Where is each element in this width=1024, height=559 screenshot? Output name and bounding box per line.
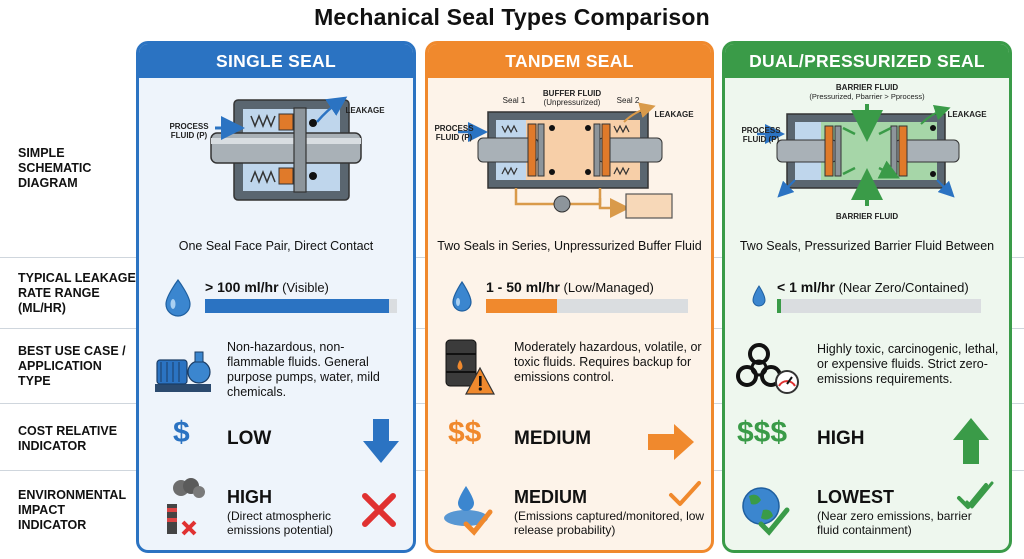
leak-rate-text: < 1 ml/hr (Near Zero/Contained) xyxy=(777,279,969,295)
leak-rate-bar-fill xyxy=(777,299,782,313)
env-subtext: (Emissions captured/monitored, low relea… xyxy=(514,509,705,537)
use-case-text: Non-hazardous, non-flammable fluids. Gen… xyxy=(227,340,380,399)
single-seal-schematic xyxy=(210,96,362,201)
dual-seal-schematic xyxy=(757,104,960,206)
label-process-fluid: PROCESS FLUID (P) xyxy=(434,124,474,142)
diagram-caption: Two Seals in Series, Unpressurized Buffe… xyxy=(437,239,702,253)
use-case-text: Highly toxic, carcinogenic, lethal, or e… xyxy=(817,342,999,386)
label-seal-2: Seal 2 xyxy=(616,96,640,105)
row-label-cost: COST RELATIVE INDICATOR xyxy=(18,424,118,453)
column-tandem-seal: TANDEM SEAL Seal 1 BUFFER FLUID (Unpress… xyxy=(425,41,714,553)
label-buffer-fluid: BUFFER FLUID xyxy=(542,89,602,98)
tandem-seal-schematic xyxy=(458,102,673,219)
dollar-icon: $$ xyxy=(448,416,482,449)
row-label-use: BEST USE CASE / APPLICATION TYPE xyxy=(18,344,126,388)
env-level: MEDIUM xyxy=(514,487,587,507)
red-x-icon xyxy=(362,493,396,527)
label-buffer-note: (Unpressurized) xyxy=(543,98,601,107)
label-process-fluid: PROCESS FLUID (P) xyxy=(169,122,209,140)
leak-rate-text: > 100 ml/hr (Visible) xyxy=(205,279,329,295)
use-case-text: Moderately hazardous, volatile, or toxic… xyxy=(514,340,702,384)
label-seal-1: Seal 1 xyxy=(502,96,526,105)
factory-emissions-icon xyxy=(167,478,205,536)
cost-label: HIGH xyxy=(817,428,865,449)
leak-rate-bar xyxy=(777,299,981,313)
label-leakage: LEAKAGE xyxy=(947,110,987,119)
leak-value: > 100 ml/hr xyxy=(205,279,279,295)
leak-captured-icon xyxy=(444,486,493,536)
label-barrier-fluid-bottom: BARRIER FLUID xyxy=(835,212,899,221)
leak-rate-bar-fill xyxy=(486,299,557,313)
page-title: Mechanical Seal Types Comparison xyxy=(314,4,710,30)
label-leakage: LEAKAGE xyxy=(654,110,694,119)
leak-rate-text: 1 - 50 ml/hr (Low/Managed) xyxy=(486,279,654,295)
hazard-barrel-icon xyxy=(445,339,496,395)
column-header-tandem: TANDEM SEAL xyxy=(428,44,711,78)
dollar-icon: $ xyxy=(173,416,190,449)
water-drop-icon xyxy=(752,285,766,307)
row-label-leakage: TYPICAL LEAKAGE RATE RANGE (ml/hr) xyxy=(18,271,136,315)
column-dual-seal: DUAL/PRESSURIZED SEAL BARRIER FLUID (Pre… xyxy=(722,41,1012,553)
water-drop-icon xyxy=(165,278,191,317)
biohazard-icon xyxy=(736,343,799,394)
leak-note: (Visible) xyxy=(282,280,329,295)
column-header-dual: DUAL/PRESSURIZED SEAL xyxy=(725,44,1009,78)
leak-rate-bar-fill xyxy=(205,299,390,313)
leak-note: (Low/Managed) xyxy=(563,280,654,295)
leak-value: 1 - 50 ml/hr xyxy=(486,279,560,295)
env-level: LOWEST xyxy=(817,487,894,507)
double-checkmark-icon xyxy=(957,481,994,509)
eco-globe-icon xyxy=(742,487,790,536)
env-subtext: (Direct atmospheric emissions potential) xyxy=(227,509,334,537)
label-process-fluid: PROCESS FLUID (P) xyxy=(741,126,781,144)
diagram-caption: One Seal Face Pair, Direct Contact xyxy=(178,239,374,253)
label-barrier-fluid-top: BARRIER FLUID xyxy=(835,83,899,92)
leak-value: < 1 ml/hr xyxy=(777,279,835,295)
leak-rate-bar xyxy=(205,299,397,313)
leak-rate-bar xyxy=(486,299,688,313)
row-label-diagram: SIMPLE SCHEMATIC DIAGRAM xyxy=(18,146,92,190)
label-leakage: LEAKAGE xyxy=(345,106,385,115)
checkmark-icon xyxy=(669,481,701,506)
column-single-seal: SINGLE SEAL PROCESS FLUID (P) LEAKAGE On… xyxy=(136,41,416,553)
arrow-right-icon xyxy=(648,424,694,460)
env-subtext: (Near zero emissions, barrier fluid cont… xyxy=(817,509,972,537)
cost-label: MEDIUM xyxy=(514,428,592,449)
arrow-up-icon xyxy=(953,418,989,464)
pump-icon xyxy=(155,351,211,392)
env-level: HIGH xyxy=(227,487,272,507)
label-barrier-note: (Pressurized, Pbarrier > Pprocess) xyxy=(809,92,925,101)
diagram-caption: Two Seals, Pressurized Barrier Fluid Bet… xyxy=(739,239,995,253)
arrow-down-icon xyxy=(363,419,399,463)
dollar-icon: $$$ xyxy=(737,416,788,449)
cost-label: LOW xyxy=(227,428,272,449)
leak-note: (Near Zero/Contained) xyxy=(838,280,969,295)
column-header-single: SINGLE SEAL xyxy=(139,44,413,78)
row-label-env: ENVIRONMENTAL IMPACT INDICATOR xyxy=(18,488,126,532)
water-drop-icon xyxy=(452,280,472,312)
